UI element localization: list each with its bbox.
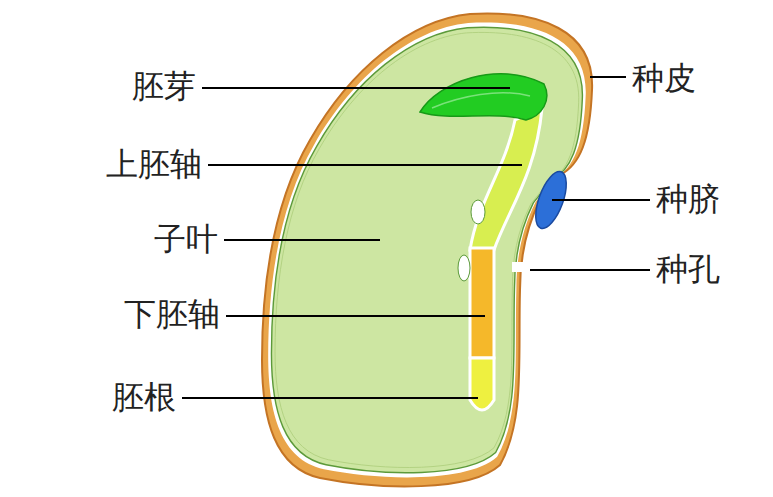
cotyledon xyxy=(271,27,582,472)
plumule-vein xyxy=(432,93,530,108)
leader-line xyxy=(226,315,485,317)
part-label: 胚芽 xyxy=(132,69,196,104)
leader-line xyxy=(552,199,650,201)
epicotyl xyxy=(470,108,542,250)
radicle xyxy=(470,358,494,410)
part-label: 上胚轴 xyxy=(106,147,202,182)
part-label: 下胚轴 xyxy=(124,297,220,332)
leader-lines xyxy=(182,77,650,398)
leader-line xyxy=(202,87,510,89)
part-label: 胚根 xyxy=(112,380,176,415)
embryo-axis xyxy=(470,108,542,410)
seed-coat-gap xyxy=(268,22,586,477)
seed-body xyxy=(262,14,592,487)
hypocotyl xyxy=(470,248,494,358)
leader-line xyxy=(590,76,626,78)
part-label: 种脐 xyxy=(656,182,720,217)
cotyledon-inner-line xyxy=(275,32,579,467)
leader-line xyxy=(530,269,650,271)
part-label: 子叶 xyxy=(154,222,218,257)
part-label: 种皮 xyxy=(632,61,696,96)
leader-line xyxy=(208,164,522,166)
seed-coat xyxy=(262,14,592,487)
leader-line xyxy=(182,397,478,399)
leader-line xyxy=(224,239,380,241)
plumule xyxy=(420,74,547,120)
part-label: 种孔 xyxy=(656,252,720,287)
cavity xyxy=(471,200,485,224)
cavity xyxy=(458,255,470,281)
